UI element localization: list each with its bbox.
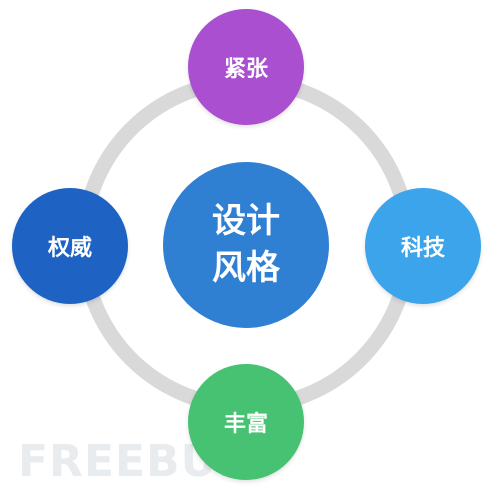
node-authority-label: 权威	[47, 236, 92, 261]
center-label-line1: 设计	[212, 201, 280, 242]
node-technology-label: 科技	[400, 236, 445, 261]
node-tension: 紧张	[188, 9, 304, 125]
center-design-style: 设计 风格	[163, 162, 329, 328]
node-richness: 丰富	[188, 364, 304, 480]
node-tension-label: 紧张	[223, 57, 268, 82]
node-authority: 权威	[12, 188, 128, 304]
center-label-line2: 风格	[212, 248, 280, 288]
node-technology: 科技	[365, 188, 481, 304]
node-richness-label: 丰富	[223, 412, 268, 437]
